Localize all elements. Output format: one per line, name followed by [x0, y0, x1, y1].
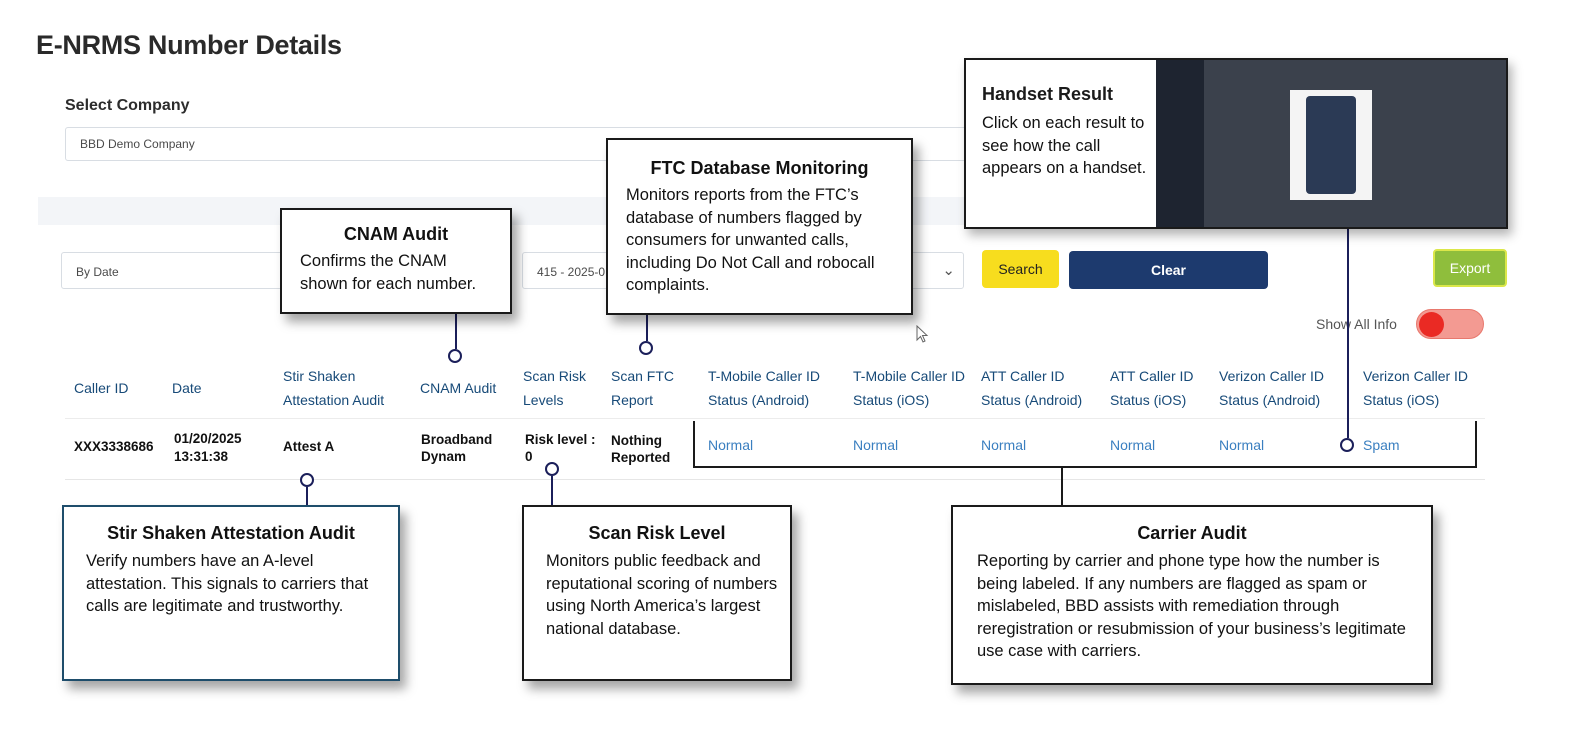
handset-screenshot[interactable] — [1156, 60, 1506, 227]
stir-shaken-body: Verify numbers have an A-level attestati… — [86, 552, 369, 615]
phone-preview — [1290, 90, 1372, 200]
handset-result-title: Handset Result — [982, 84, 1114, 104]
risk-connector-dot — [545, 462, 559, 476]
stir-shaken-title: Stir Shaken Attestation Audit — [107, 523, 355, 543]
scan-risk-callout: Scan Risk Level Monitors public feedback… — [522, 505, 792, 681]
cnam-connector-dot — [448, 349, 462, 363]
cell-time: 13:31:38 — [174, 449, 229, 464]
cnam-audit-callout: CNAM Audit Confirms the CNAM shown for e… — [280, 208, 512, 314]
header-att-android: ATT Caller ID Status (Android) — [981, 368, 1083, 408]
ftc-connector — [646, 314, 648, 341]
handset-connector — [1347, 228, 1349, 438]
carrier-columns-bracket — [693, 421, 1477, 468]
carrier-audit-title: Carrier Audit — [1137, 523, 1247, 543]
cell-risk-level: Risk level : 0 — [525, 432, 596, 464]
date-mode-select[interactable]: By Date — [61, 252, 301, 289]
carrier-audit-callout: Carrier Audit Reporting by carrier and p… — [951, 505, 1433, 685]
cnam-audit-body: Confirms the CNAM shown for each number. — [300, 252, 477, 293]
cell-tmobile-ios[interactable]: Normal — [853, 437, 899, 453]
ftc-monitoring-body: Monitors reports from the FTC’s database… — [626, 186, 875, 294]
export-button[interactable]: Export — [1433, 249, 1507, 287]
carrier-audit-body: Reporting by carrier and phone type how … — [977, 552, 1406, 660]
header-scan-risk: Scan Risk Levels — [523, 368, 587, 408]
header-caller-id: Caller ID — [74, 380, 129, 396]
row-divider — [65, 479, 1485, 480]
header-tmobile-ios: T-Mobile Caller ID Status (iOS) — [853, 368, 966, 408]
header-stir-shaken: Stir Shaken Attestation Audit — [283, 368, 385, 408]
cell-verizon-ios[interactable]: Spam — [1363, 437, 1400, 453]
cnam-connector — [455, 313, 457, 349]
show-all-info-label: Show All Info — [1316, 316, 1397, 332]
chevron-down-icon: ⌄ — [942, 262, 955, 279]
tn-select-value: 415 - 2025-0 — [537, 265, 606, 279]
risk-connector — [551, 476, 553, 507]
header-scan-ftc: Scan FTC Report — [611, 368, 675, 408]
search-button[interactable]: Search — [982, 250, 1059, 288]
ftc-monitoring-title: FTC Database Monitoring — [650, 158, 869, 178]
phone-screen — [1306, 96, 1356, 194]
handset-result-callout: Handset Result Click on each result to s… — [964, 58, 1508, 229]
handset-connector-dot — [1340, 438, 1354, 452]
header-date: Date — [172, 380, 202, 396]
header-divider — [65, 418, 1485, 419]
cell-verizon-android[interactable]: Normal — [1219, 437, 1265, 453]
cell-caller-id: XXX3338686 — [74, 439, 154, 454]
cell-att-android[interactable]: Normal — [981, 437, 1027, 453]
carrier-connector — [1061, 466, 1063, 507]
header-cnam-audit: CNAM Audit — [420, 380, 497, 396]
cell-attestation: Attest A — [283, 439, 335, 454]
header-verizon-ios: Verizon Caller ID Status (iOS) — [1363, 368, 1469, 408]
show-all-info-toggle[interactable] — [1416, 309, 1484, 339]
cell-date: 01/20/2025 — [174, 431, 242, 446]
mouse-cursor-icon — [916, 325, 929, 343]
header-tmobile-android: T-Mobile Caller ID Status (Android) — [708, 368, 821, 408]
screenshot-sidebar — [1156, 60, 1204, 227]
cell-ftc-report: Nothing Reported — [611, 433, 671, 465]
page-title: E-NRMS Number Details — [36, 30, 342, 60]
clear-button[interactable]: Clear — [1069, 251, 1268, 289]
ftc-connector-dot — [639, 341, 653, 355]
stir-connector-dot — [300, 473, 314, 487]
stir-shaken-callout: Stir Shaken Attestation Audit Verify num… — [62, 505, 400, 681]
header-att-ios: ATT Caller ID Status (iOS) — [1110, 368, 1194, 408]
header-verizon-android: Verizon Caller ID Status (Android) — [1219, 368, 1325, 408]
scan-risk-title: Scan Risk Level — [588, 523, 726, 543]
stir-connector — [306, 487, 308, 507]
cell-tmobile-android[interactable]: Normal — [708, 437, 754, 453]
scan-risk-body: Monitors public feedback and reputationa… — [546, 552, 778, 638]
select-company-label: Select Company — [65, 97, 190, 114]
cell-cnam: Broadband Dynam — [421, 432, 493, 464]
cnam-audit-title: CNAM Audit — [343, 224, 449, 244]
toggle-knob — [1419, 312, 1444, 337]
handset-result-body: Click on each result to see how the call… — [982, 114, 1147, 177]
ftc-monitoring-callout: FTC Database Monitoring Monitors reports… — [606, 138, 913, 315]
cell-att-ios[interactable]: Normal — [1110, 437, 1156, 453]
